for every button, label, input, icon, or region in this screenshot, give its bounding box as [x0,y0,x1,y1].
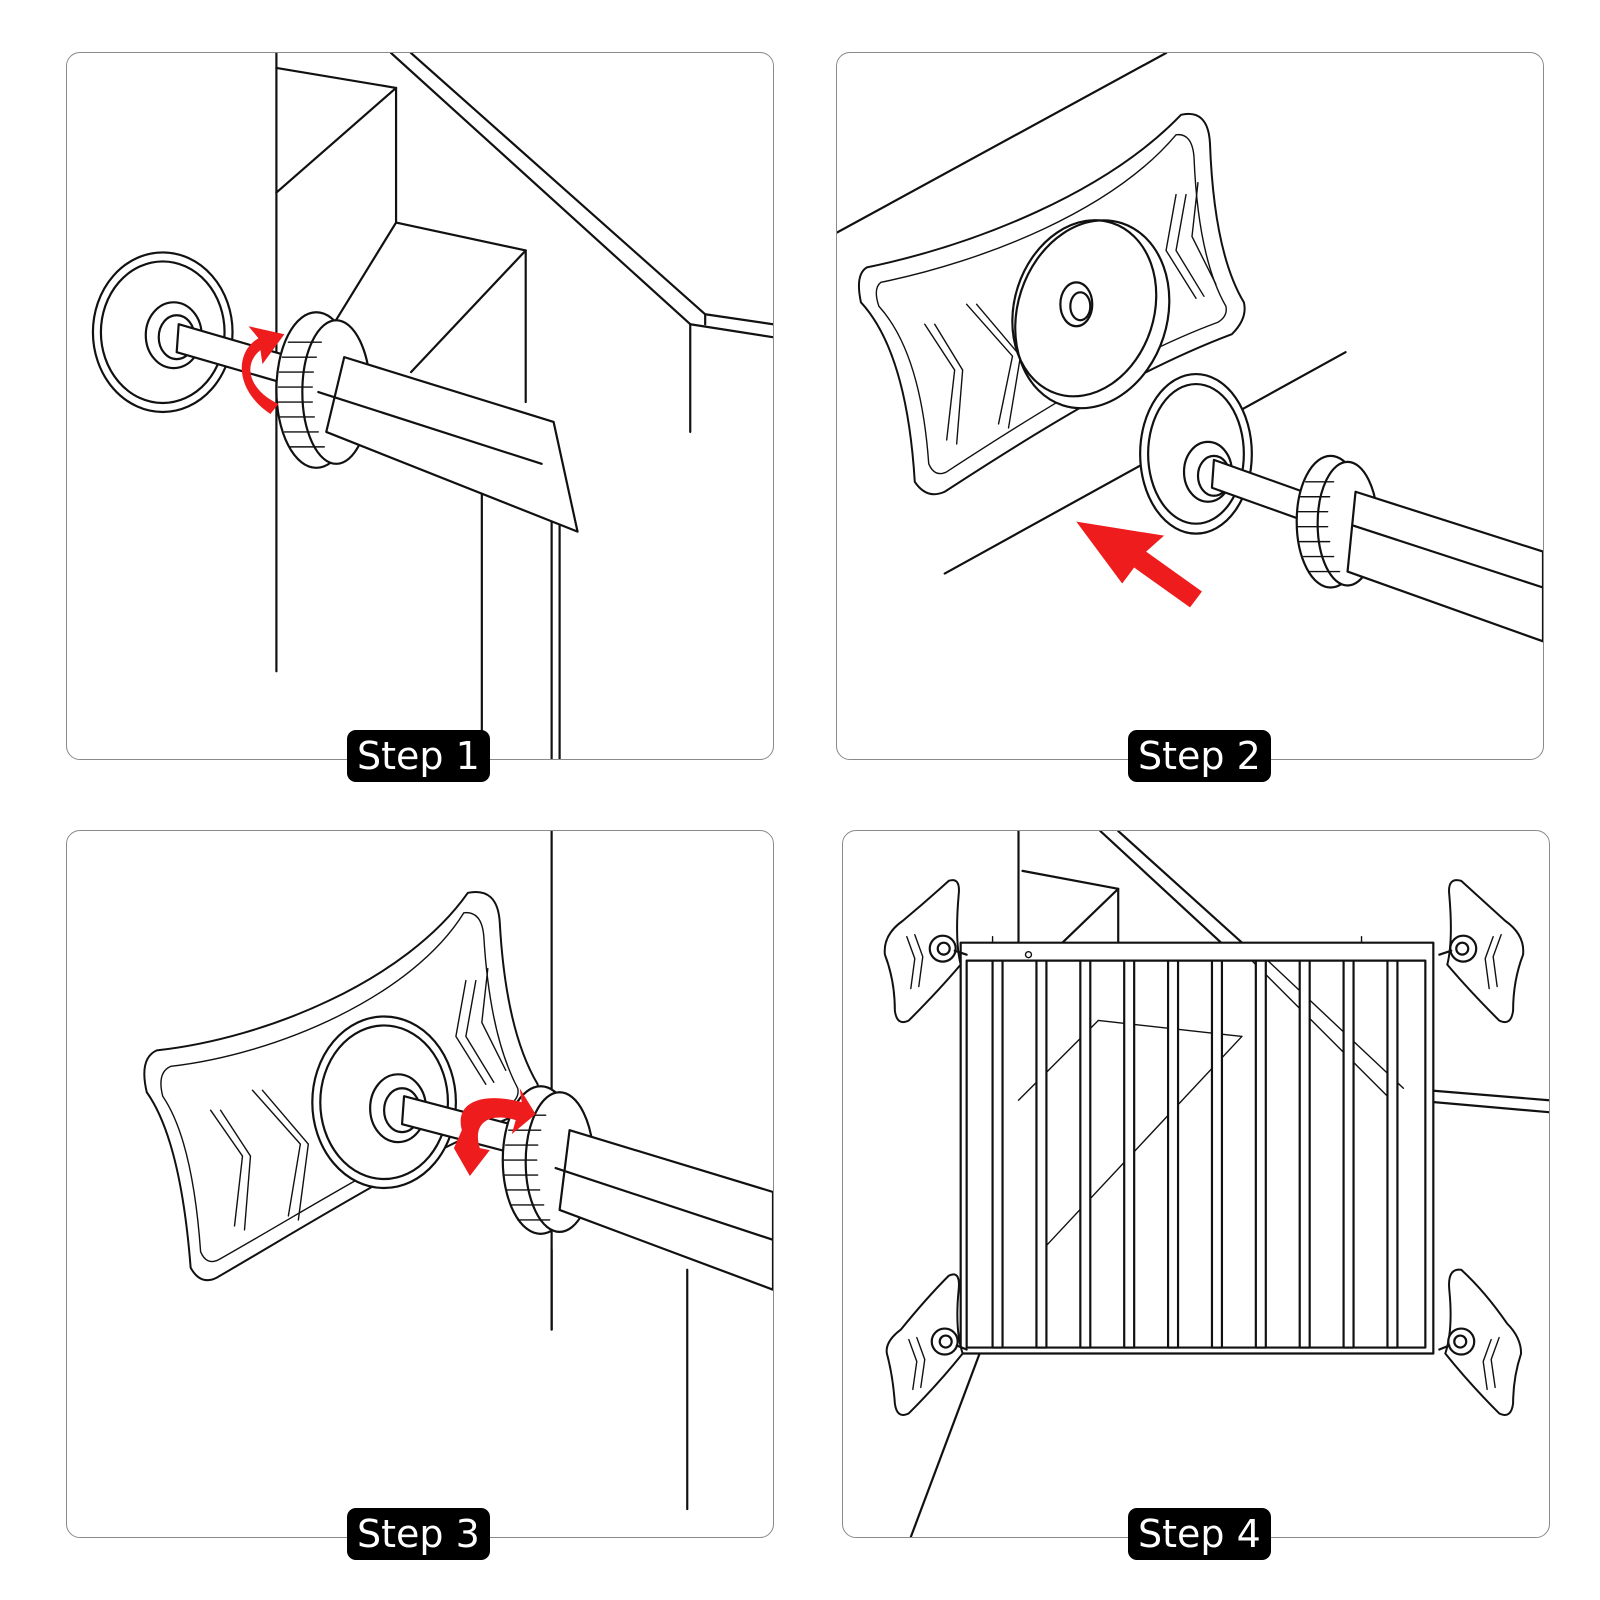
step-3-panel [66,830,774,1538]
step-2-panel [836,52,1544,760]
step-3-label: Step 3 [347,1508,490,1560]
wall-cup [91,251,234,414]
push-arrow-icon [1076,521,1202,608]
rotate-arrow-icon [241,326,285,414]
step-2-label: Step 2 [1128,730,1271,782]
step-1-label: Step 1 [347,730,490,782]
step-3-illustration [143,831,773,1511]
threaded-nut [1295,454,1379,589]
latch-indicator-icon [1024,950,1033,959]
step-1-panel [66,52,774,760]
gate-tube [554,1129,773,1291]
wall-cup [311,1015,457,1190]
wall-protector-pad [857,112,1246,496]
step-1-illustration [91,53,773,759]
step-4-illustration [883,831,1549,1537]
gate-frame [959,936,1435,1355]
step-4-label: Step 4 [1128,1508,1271,1560]
gate-tube [317,356,579,533]
wall-pad-top-left [883,879,968,1024]
wall-pad-top-right [1438,879,1525,1024]
wall-lines [275,53,773,759]
wall-pad-bottom-left [885,1273,968,1416]
gate-tube [1346,490,1543,643]
rotate-arrow-icon [453,1088,536,1177]
wall-edge-line [837,53,1168,234]
step-4-panel [842,830,1550,1538]
gate-bars [991,959,1399,1349]
wall-cup [1139,372,1253,535]
step-2-illustration [837,53,1543,643]
wall-pad-bottom-right [1438,1268,1523,1416]
